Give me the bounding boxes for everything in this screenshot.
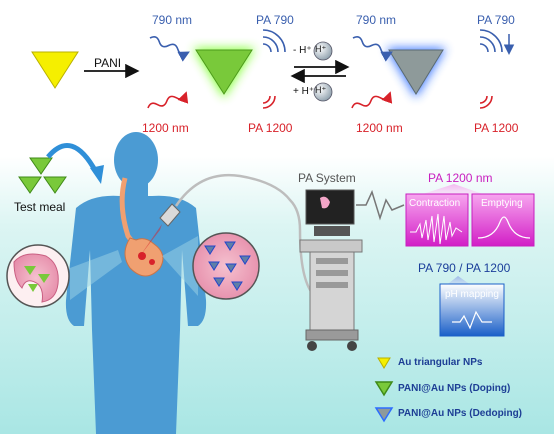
label-contraction: Contraction (409, 198, 461, 209)
proton-sphere-bottom (313, 82, 333, 102)
label-pa1200-right: PA 1200 (474, 121, 519, 135)
nir-790-wave-left (149, 35, 190, 62)
nir-1200-wave-right (351, 91, 393, 109)
legend-doping-icon (374, 381, 394, 397)
label-790nm-right: 790 nm (356, 13, 397, 27)
legend-dedoping-icon (374, 407, 394, 423)
nir-790-wave-right (352, 35, 393, 62)
label-pani: PANI (94, 56, 122, 70)
ultrasound-probe (159, 203, 181, 227)
pa-790-signal-right (479, 29, 503, 53)
label-pa1200-left: PA 1200 (248, 121, 293, 135)
label-ratio-title: PA 790 / PA 1200 (418, 261, 511, 275)
test-meal-particles (18, 157, 67, 194)
signal-zigzag (356, 189, 405, 221)
label-pa790-left: PA 790 (256, 13, 294, 27)
label-pa1200nm-title: PA 1200 nm (428, 171, 493, 185)
label-pa790-right: PA 790 (477, 13, 515, 27)
proton-label-bottom: H⁺ (315, 85, 327, 95)
label-1200nm-right: 1200 nm (356, 121, 403, 135)
probe-cable (174, 173, 321, 302)
label-1200nm-left: 1200 nm (142, 121, 189, 135)
doping-triangle-icon (195, 49, 253, 95)
ingestion-arrow (46, 143, 99, 174)
legend-au-label: Au triangular NPs (398, 357, 483, 368)
esophagus (119, 177, 136, 246)
au-triangle-icon (31, 51, 79, 89)
label-ph-mapping: pH mapping (445, 289, 499, 300)
proton-label-top: H⁺ (315, 44, 327, 54)
dedoped-nps-in-tissue (204, 241, 251, 291)
legend-doping-label: PANI@Au NPs (Doping) (398, 383, 511, 394)
label-test-meal: Test meal (14, 200, 66, 214)
label-790nm-left: 790 nm (152, 13, 193, 27)
label-emptying: Emptying (481, 198, 523, 209)
pa-1200-signal-right (479, 95, 493, 109)
label-minus-h: - H⁺ (293, 45, 312, 56)
legend-dedoping-label: PANI@Au NPs (Dedoping) (398, 408, 523, 419)
pa-1200-signal-left (262, 95, 276, 109)
pa-system-machine (299, 189, 363, 351)
label-pa-system: PA System (298, 171, 356, 185)
legend-au-icon (377, 357, 391, 369)
label-plus-h: + H⁺ (293, 86, 315, 97)
nir-1200-wave-left (147, 91, 189, 109)
proton-sphere-top (313, 41, 333, 61)
pa-790-signal-left (262, 29, 286, 53)
ph-mapping-box (439, 283, 505, 337)
dedoping-triangle-icon (388, 49, 444, 95)
